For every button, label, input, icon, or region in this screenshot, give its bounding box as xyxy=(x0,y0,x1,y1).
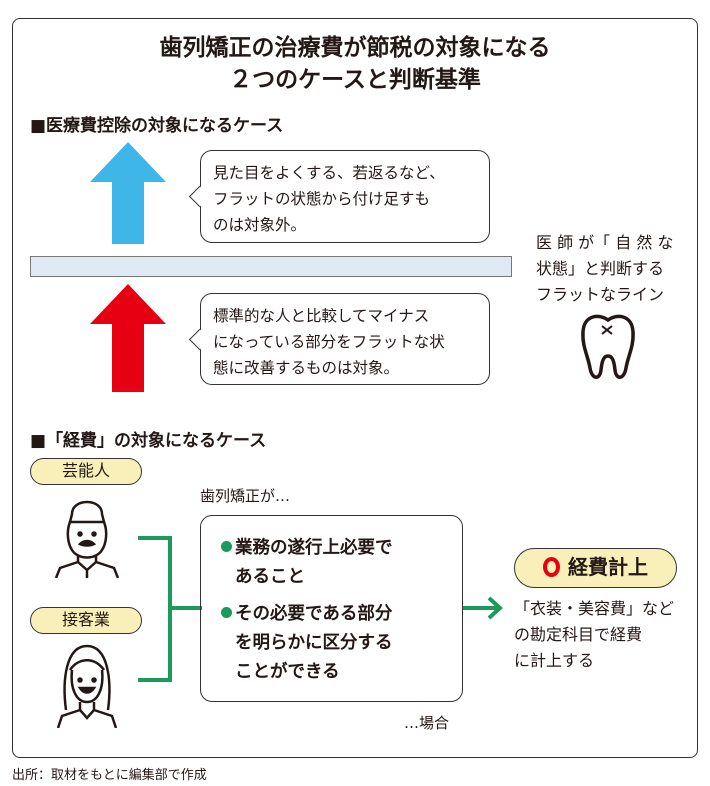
condition-text: ことができる xyxy=(235,662,340,682)
green-right-arrow-icon xyxy=(463,596,503,620)
title-line-1: 歯列矯正の治療費が節税の対象になる xyxy=(159,35,551,61)
entertainer-person-icon xyxy=(54,500,120,578)
customer-service-person-icon xyxy=(56,644,118,728)
section1-heading: ■医療費控除の対象になるケース xyxy=(30,116,284,136)
bullet-icon xyxy=(221,607,232,618)
bubble-line: 見た目をよくする、若返るなど、 xyxy=(213,164,445,182)
lower-speech-bubble: 標準的な人と比較してマイナス になっている部分をフラットな状 態に改善するものは… xyxy=(200,293,490,385)
bubble-line: 標準的な人と比較してマイナス xyxy=(213,307,430,325)
customer-service-label: 接客業 xyxy=(30,607,142,634)
blue-up-arrow-icon xyxy=(90,142,166,244)
condition-text: その必要である部分 xyxy=(235,604,393,624)
bullet-icon xyxy=(221,541,232,552)
condition-text: あること xyxy=(235,567,305,587)
bubble-line: 態に改善するものは対象。 xyxy=(213,359,400,377)
flat-line-bar xyxy=(30,256,512,277)
case-suffix: …場合 xyxy=(404,714,450,732)
conditions-box: 業務の遂行上必要であること その必要である部分を明らかに区分することができる xyxy=(200,515,463,702)
entertainer-label: 芸能人 xyxy=(30,458,142,485)
condition-item-2: その必要である部分を明らかに区分することができる xyxy=(221,600,448,687)
condition-text: を明らかに区分する xyxy=(235,633,393,653)
source-note: 出所：取材をもとに編集部で作成 xyxy=(12,768,207,783)
result-line: に計上する xyxy=(514,651,595,670)
result-line: 「衣装・美容費」など xyxy=(514,599,675,618)
bubble-line: になっている部分をフラットな状 xyxy=(213,333,445,351)
label-line: 医 師 が「 自 然 な xyxy=(536,233,674,252)
bubble-line: のは対象外。 xyxy=(213,216,307,234)
bubble-line: フラットの状態から付け足すも xyxy=(213,190,431,208)
label-line: フラットなライン xyxy=(536,285,665,304)
flat-line-label: 医 師 が「 自 然 な 状態」と判断する フラットなライン xyxy=(536,230,673,308)
label-line: 状態」と判断する xyxy=(536,259,665,278)
upper-speech-bubble: 見た目をよくする、若返るなど、 フラットの状態から付け足すも のは対象外。 xyxy=(200,150,490,243)
title-line-2: ２つのケースと判断基準 xyxy=(229,67,481,93)
section2-heading: ■「経費」の対象になるケース xyxy=(30,431,267,451)
infographic-frame xyxy=(12,18,698,758)
condition-item-1: 業務の遂行上必要であること xyxy=(221,534,448,592)
red-up-arrow-icon xyxy=(90,284,166,392)
badge-text: 経費計上 xyxy=(568,555,648,579)
result-description: 「衣装・美容費」など の勘定科目で経費 に計上する xyxy=(514,596,674,674)
orthodontics-intro: 歯列矯正が… xyxy=(200,487,291,505)
result-line: の勘定科目で経費 xyxy=(514,625,643,644)
green-bracket-connector xyxy=(138,536,202,682)
expense-badge: 経費計上 xyxy=(514,548,677,588)
circle-ok-icon xyxy=(543,557,560,577)
condition-text: 業務の遂行上必要で xyxy=(235,538,393,558)
tooth-icon xyxy=(581,314,635,379)
